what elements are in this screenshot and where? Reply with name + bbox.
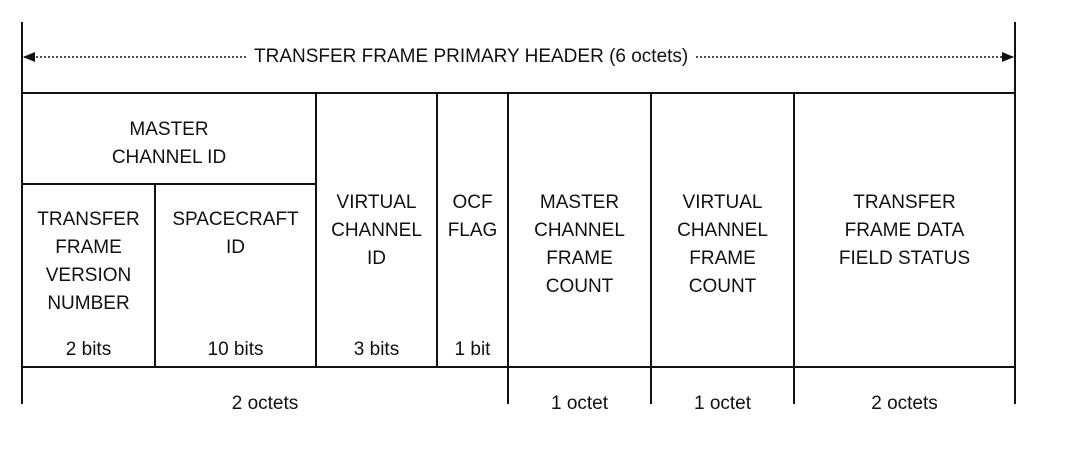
mc-frame-count-label: MASTER CHANNEL FRAME COUNT xyxy=(534,192,625,297)
header-title: TRANSFER FRAME PRIMARY HEADER (6 octets) xyxy=(246,45,697,69)
version-bits: 2 bits xyxy=(65,339,112,360)
master-channel-id-label: MASTER CHANNEL ID xyxy=(111,119,227,168)
version-number-label: TRANSFER FRAME VERSION NUMBER xyxy=(37,209,140,314)
vc-count-octets: 1 octet xyxy=(693,393,752,414)
data-field-status-label: TRANSFER FRAME DATA FIELD STATUS xyxy=(838,192,971,269)
vc-frame-count-label: VIRTUAL CHANNEL FRAME COUNT xyxy=(677,192,768,297)
mc-count-octets: 1 octet xyxy=(550,393,609,414)
virtual-channel-bits: 3 bits xyxy=(353,339,400,360)
spacecraft-id-label: SPACECRAFT ID xyxy=(172,209,299,258)
first-octets: 2 octets xyxy=(231,393,299,414)
ocf-flag-label: OCF FLAG xyxy=(447,192,498,241)
spacecraft-bits: 10 bits xyxy=(207,339,264,360)
status-octets: 2 octets xyxy=(871,393,938,414)
ocf-flag-bits: 1 bit xyxy=(454,339,491,360)
virtual-channel-id-label: VIRTUAL CHANNEL ID xyxy=(331,192,422,269)
